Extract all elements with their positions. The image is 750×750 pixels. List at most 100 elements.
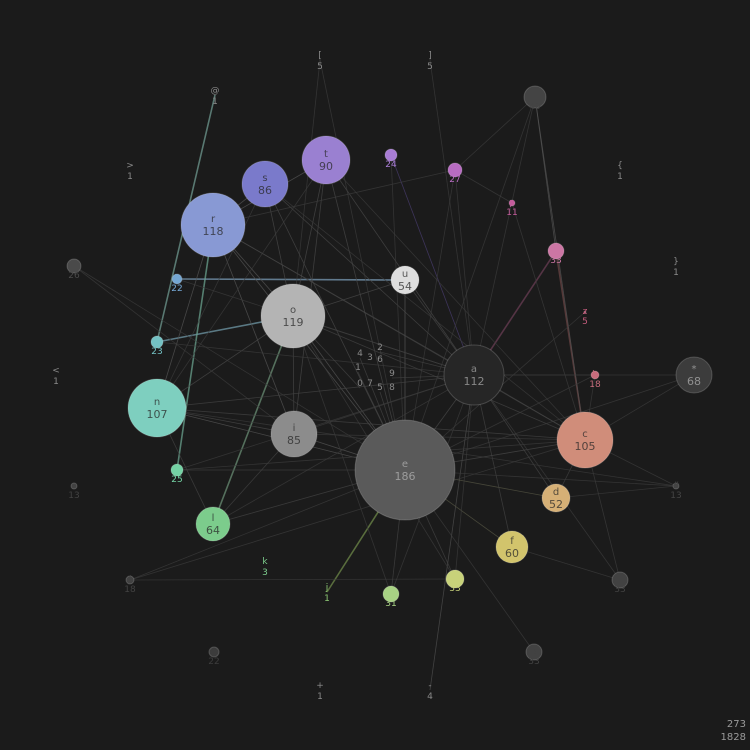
node-d1[interactable]: 1 [355,363,361,373]
node-circle[interactable] [541,483,571,513]
node-circle[interactable] [150,335,164,349]
node-circle[interactable] [241,160,289,208]
node-circle[interactable] [390,265,420,295]
node-h[interactable]: h18 [589,370,601,390]
node-circle[interactable] [208,646,220,658]
node-circle[interactable] [556,411,614,469]
node-d6[interactable]: 6 [377,355,383,365]
node-circle[interactable] [382,585,400,603]
node-circle[interactable] [508,199,516,207]
node-t[interactable]: t90 [301,135,351,185]
node-circle[interactable] [547,242,565,260]
node-gt[interactable]: >1 [126,161,134,182]
node-circle[interactable] [171,273,183,285]
node-label: 4 [357,349,363,359]
node-lt[interactable]: <1 [52,366,60,387]
node-v[interactable]: v27 [447,162,463,185]
node-star[interactable]: *68 [675,356,713,394]
node-z[interactable]: z5 [582,307,588,327]
node-x[interactable]: x24 [384,148,398,170]
node-plus[interactable]: +1 [316,681,324,702]
node-d3[interactable]: 3 [367,353,373,363]
node-i[interactable]: i85 [270,410,318,458]
node-tilde[interactable]: ~40 [523,85,547,112]
node-circle[interactable] [66,258,82,274]
node-d8[interactable]: 8 [389,383,395,393]
node-lbrace[interactable]: {1 [617,161,623,182]
node-caret[interactable]: ^22 [208,646,220,667]
node-circle[interactable] [70,482,78,490]
node-count: 273 [726,719,746,730]
node-circle[interactable] [443,344,505,406]
node-circle[interactable] [583,310,587,314]
node-circle[interactable] [445,569,465,589]
node-m[interactable]: m25 [170,463,184,485]
node-bang[interactable]: !33 [611,571,629,595]
node-circle[interactable] [301,135,351,185]
node-d2[interactable]: 2 [377,343,383,353]
node-hash[interactable]: #13 [670,481,681,501]
node-circle[interactable] [672,482,680,490]
node-circle[interactable] [180,192,246,258]
node-rbrace[interactable]: }1 [673,257,679,278]
node-quote[interactable]: "26 [66,258,82,281]
node-label: i [293,423,296,434]
node-circle[interactable] [447,162,463,178]
node-circle[interactable] [354,419,456,521]
node-circle[interactable] [523,85,547,109]
node-circle[interactable] [125,575,135,585]
node-s[interactable]: s86 [241,160,289,208]
node-paren[interactable]: (18 [124,575,136,595]
node-y[interactable]: y33 [547,242,565,266]
node-f[interactable]: f60 [495,530,529,564]
node-circle[interactable] [384,148,398,162]
node-circle[interactable] [195,506,231,542]
node-lbracket[interactable]: [5 [317,51,323,72]
node-circle[interactable] [495,530,529,564]
node-d[interactable]: d52 [541,483,571,513]
node-j[interactable]: j1 [324,583,330,604]
node-label: ] [428,51,432,61]
edge-t-e [325,159,406,471]
node-d5[interactable]: 5 [377,383,383,393]
node-at[interactable]: @1 [211,86,220,107]
node-circle[interactable] [260,283,326,349]
node-q[interactable]: q23 [150,335,164,357]
node-circle[interactable] [270,410,318,458]
node-circle[interactable] [675,356,713,394]
node-circle[interactable] [611,571,629,589]
node-d4[interactable]: 4 [357,349,363,359]
node-p[interactable]: p11 [506,198,517,218]
node-rbracket[interactable]: ]5 [427,51,433,72]
node-u[interactable]: u54 [390,265,420,295]
node-circle[interactable] [590,370,600,380]
node-w[interactable]: w31 [382,585,400,609]
node-b[interactable]: b22 [171,273,183,294]
edge-paren-c [129,439,586,581]
node-g[interactable]: g33 [445,569,465,594]
node-circle[interactable] [525,643,543,661]
node-label: n [154,397,160,408]
node-circle[interactable] [127,378,187,438]
node-dollar[interactable]: $33 [525,643,543,667]
node-count-label: 118 [203,225,224,238]
edge-bang-a [473,374,621,581]
node-k[interactable]: k3 [262,557,268,578]
node-circle[interactable] [170,463,184,477]
node-d7[interactable]: 7 [367,379,373,389]
node-count-label: 5 [427,62,433,72]
node-l[interactable]: l64 [195,506,231,542]
edge-o-c [292,315,586,441]
node-count-label: 1 [127,172,133,182]
node-dot[interactable]: .13 [68,481,79,501]
node-d0[interactable]: 0 [357,379,363,389]
node-minus[interactable]: -4 [427,681,433,702]
node-d9[interactable]: 9 [389,369,395,379]
